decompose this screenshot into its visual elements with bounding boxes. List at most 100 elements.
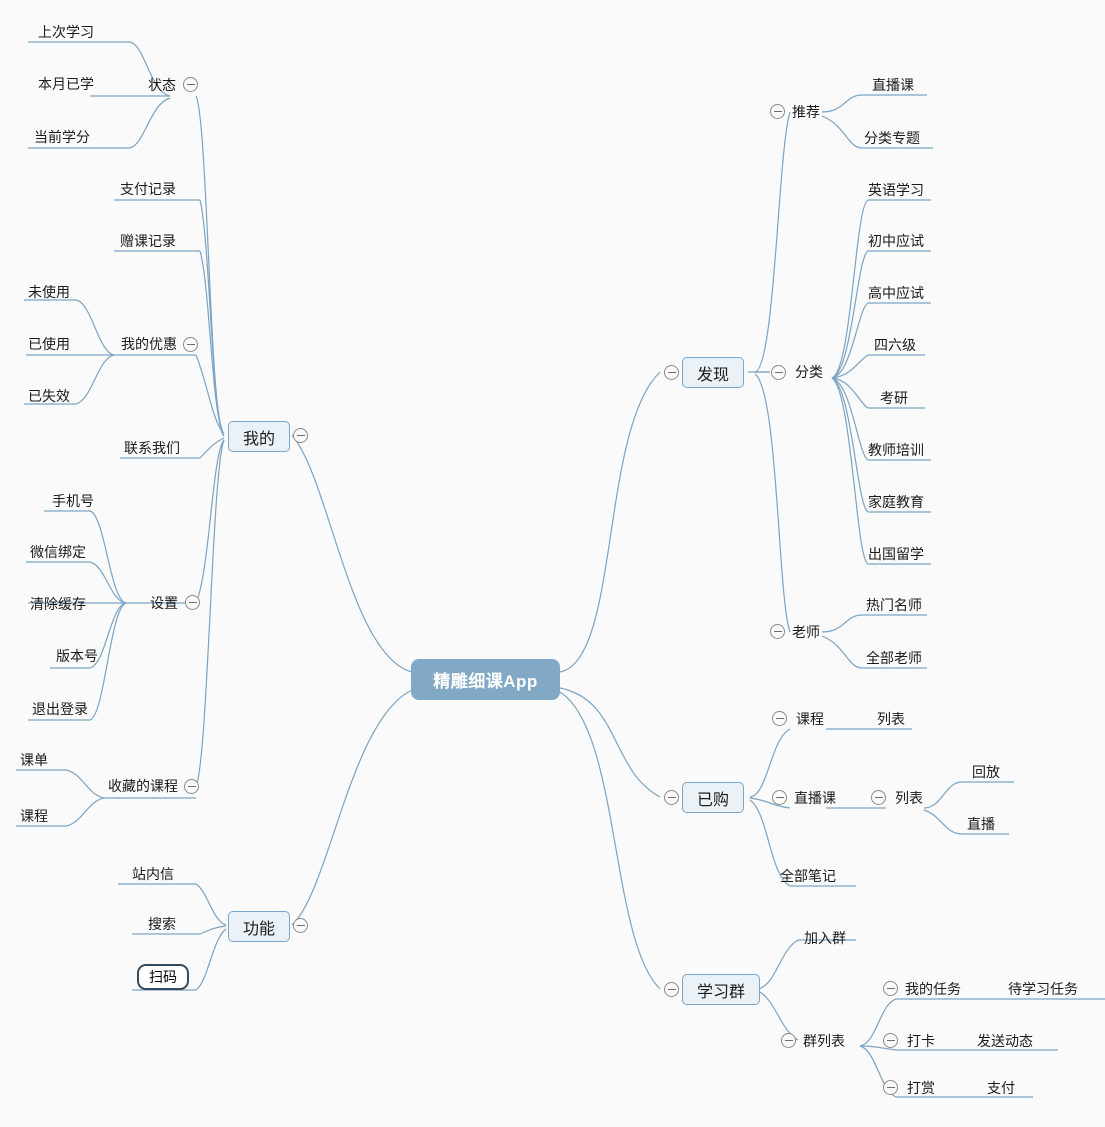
leafnode-course-pack[interactable]: 课单 bbox=[18, 749, 50, 771]
leafnode-payment-record[interactable]: 支付记录 bbox=[118, 178, 178, 200]
collapse-toggle-teacher[interactable] bbox=[770, 624, 785, 639]
subnode-reward[interactable]: 打赏 bbox=[905, 1077, 937, 1099]
leafnode-senior-exam[interactable]: 高中应试 bbox=[866, 282, 926, 304]
leafnode-teacher-training[interactable]: 教师培训 bbox=[866, 439, 926, 461]
collapse-toggle-purchased-live[interactable] bbox=[772, 790, 787, 805]
leafnode-category-topic[interactable]: 分类专题 bbox=[862, 127, 922, 149]
leafnode-scan-code[interactable]: 扫码 bbox=[137, 964, 189, 990]
leafnode-contact-us[interactable]: 联系我们 bbox=[122, 437, 182, 459]
leafnode-family-education-label: 家庭教育 bbox=[868, 494, 924, 510]
leafnode-coupon-used-label: 已使用 bbox=[28, 336, 70, 352]
leafnode-clear-cache-label: 清除缓存 bbox=[30, 596, 86, 612]
collapse-toggle-live-list[interactable] bbox=[871, 790, 886, 805]
leafnode-wechat-binding[interactable]: 微信绑定 bbox=[28, 541, 88, 563]
collapse-toggle-mine[interactable] bbox=[293, 428, 308, 443]
subnode-my-task[interactable]: 我的任务 bbox=[903, 978, 963, 1000]
leafnode-post-feed[interactable]: 发送动态 bbox=[975, 1030, 1035, 1052]
collapse-toggle-settings[interactable] bbox=[185, 595, 200, 610]
leafnode-contact-us-label: 联系我们 bbox=[124, 440, 180, 456]
leafnode-all-teacher-label: 全部老师 bbox=[866, 650, 922, 666]
collapse-toggle-recommend[interactable] bbox=[770, 104, 785, 119]
leafnode-all-notes[interactable]: 全部笔记 bbox=[778, 865, 838, 887]
branch-node-mine[interactable]: 我的 bbox=[228, 421, 291, 452]
subnode-coupon[interactable]: 我的优惠 bbox=[119, 333, 179, 355]
collapse-toggle-checkin[interactable] bbox=[883, 1033, 898, 1048]
leafnode-scan-code-label: 扫码 bbox=[149, 969, 177, 985]
leafnode-course-list[interactable]: 列表 bbox=[875, 708, 907, 730]
collapse-toggle-category[interactable] bbox=[771, 365, 786, 380]
subnode-purchased-course[interactable]: 课程 bbox=[794, 708, 826, 730]
leafnode-join-group-label: 加入群 bbox=[804, 930, 846, 946]
subnode-live-list-label: 列表 bbox=[895, 790, 923, 806]
collapse-toggle-discover[interactable] bbox=[664, 365, 679, 380]
leafnode-english-label: 英语学习 bbox=[868, 182, 924, 198]
leafnode-junior-exam[interactable]: 初中应试 bbox=[866, 230, 926, 252]
collapse-toggle-purchased-course[interactable] bbox=[772, 711, 787, 726]
leafnode-logout[interactable]: 退出登录 bbox=[30, 698, 90, 720]
subnode-purchased-live[interactable]: 直播课 bbox=[792, 787, 838, 809]
leafnode-all-teacher[interactable]: 全部老师 bbox=[864, 647, 924, 669]
leafnode-study-abroad[interactable]: 出国留学 bbox=[866, 543, 926, 565]
subnode-settings[interactable]: 设置 bbox=[148, 592, 180, 614]
leafnode-livestream-label: 直播 bbox=[967, 816, 995, 832]
collapse-toggle-status[interactable] bbox=[183, 77, 198, 92]
collapse-toggle-my-task[interactable] bbox=[883, 981, 898, 996]
branch-node-discover[interactable]: 发现 bbox=[682, 357, 745, 388]
subnode-checkin[interactable]: 打卡 bbox=[905, 1030, 937, 1052]
leafnode-favorite-course[interactable]: 课程 bbox=[18, 805, 50, 827]
leafnode-live-course-label: 直播课 bbox=[872, 77, 914, 93]
collapse-toggle-reward[interactable] bbox=[883, 1080, 898, 1095]
branch-node-purchased-label: 已购 bbox=[697, 791, 730, 809]
collapse-toggle-purchased[interactable] bbox=[664, 790, 679, 805]
leafnode-phone-number[interactable]: 手机号 bbox=[50, 490, 96, 512]
leafnode-month-studied[interactable]: 本月已学 bbox=[36, 73, 96, 95]
leafnode-logout-label: 退出登录 bbox=[32, 701, 88, 717]
subnode-recommend[interactable]: 推荐 bbox=[790, 101, 822, 123]
leafnode-livestream[interactable]: 直播 bbox=[965, 813, 997, 835]
collapse-toggle-studygroup[interactable] bbox=[664, 982, 679, 997]
subnode-live-list[interactable]: 列表 bbox=[893, 787, 925, 809]
collapse-toggle-coupon[interactable] bbox=[183, 337, 198, 352]
leafnode-pending-task-label: 待学习任务 bbox=[1008, 981, 1078, 997]
branch-node-studygroup[interactable]: 学习群 bbox=[682, 974, 761, 1005]
leafnode-coupon-expired[interactable]: 已失效 bbox=[26, 385, 72, 407]
branch-node-features-label: 功能 bbox=[243, 920, 276, 938]
leafnode-join-group[interactable]: 加入群 bbox=[802, 927, 848, 949]
branch-node-features[interactable]: 功能 bbox=[228, 911, 291, 942]
leafnode-version-number[interactable]: 版本号 bbox=[54, 645, 100, 667]
leafnode-playback[interactable]: 回放 bbox=[970, 761, 1002, 783]
leafnode-postgraduate[interactable]: 考研 bbox=[878, 387, 910, 409]
leafnode-hot-teacher[interactable]: 热门名师 bbox=[864, 594, 924, 616]
branch-node-purchased[interactable]: 已购 bbox=[682, 782, 745, 813]
leafnode-clear-cache[interactable]: 清除缓存 bbox=[28, 593, 88, 615]
leafnode-family-education[interactable]: 家庭教育 bbox=[866, 491, 926, 513]
leafnode-pending-task[interactable]: 待学习任务 bbox=[1006, 978, 1080, 1000]
leafnode-wechat-binding-label: 微信绑定 bbox=[30, 544, 86, 560]
subnode-group-list[interactable]: 群列表 bbox=[801, 1030, 847, 1052]
subnode-teacher[interactable]: 老师 bbox=[790, 621, 822, 643]
root-node[interactable]: 精雕细课App bbox=[411, 659, 560, 700]
subnode-status[interactable]: 状态 bbox=[146, 74, 178, 96]
collapse-toggle-group-list[interactable] bbox=[781, 1033, 796, 1048]
leafnode-coupon-unused[interactable]: 未使用 bbox=[26, 281, 72, 303]
subnode-category-label: 分类 bbox=[795, 364, 823, 380]
leafnode-last-study-label: 上次学习 bbox=[38, 24, 94, 40]
leafnode-post-feed-label: 发送动态 bbox=[977, 1033, 1033, 1049]
leafnode-search-label: 搜索 bbox=[148, 916, 176, 932]
leafnode-current-credit[interactable]: 当前学分 bbox=[32, 126, 92, 148]
leafnode-site-message[interactable]: 站内信 bbox=[130, 863, 176, 885]
leafnode-live-course[interactable]: 直播课 bbox=[870, 74, 916, 96]
leafnode-coupon-used[interactable]: 已使用 bbox=[26, 333, 72, 355]
subnode-category[interactable]: 分类 bbox=[793, 361, 825, 383]
subnode-favorites-label: 收藏的课程 bbox=[108, 778, 178, 794]
collapse-toggle-features[interactable] bbox=[293, 918, 308, 933]
subnode-favorites[interactable]: 收藏的课程 bbox=[106, 775, 180, 797]
leafnode-cet[interactable]: 四六级 bbox=[872, 334, 918, 356]
collapse-toggle-favorites[interactable] bbox=[184, 779, 199, 794]
subnode-coupon-label: 我的优惠 bbox=[121, 336, 177, 352]
leafnode-last-study[interactable]: 上次学习 bbox=[36, 21, 96, 43]
leafnode-pay[interactable]: 支付 bbox=[985, 1077, 1017, 1099]
leafnode-english[interactable]: 英语学习 bbox=[866, 179, 926, 201]
leafnode-search[interactable]: 搜索 bbox=[146, 913, 178, 935]
leafnode-gift-record[interactable]: 赠课记录 bbox=[118, 230, 178, 252]
